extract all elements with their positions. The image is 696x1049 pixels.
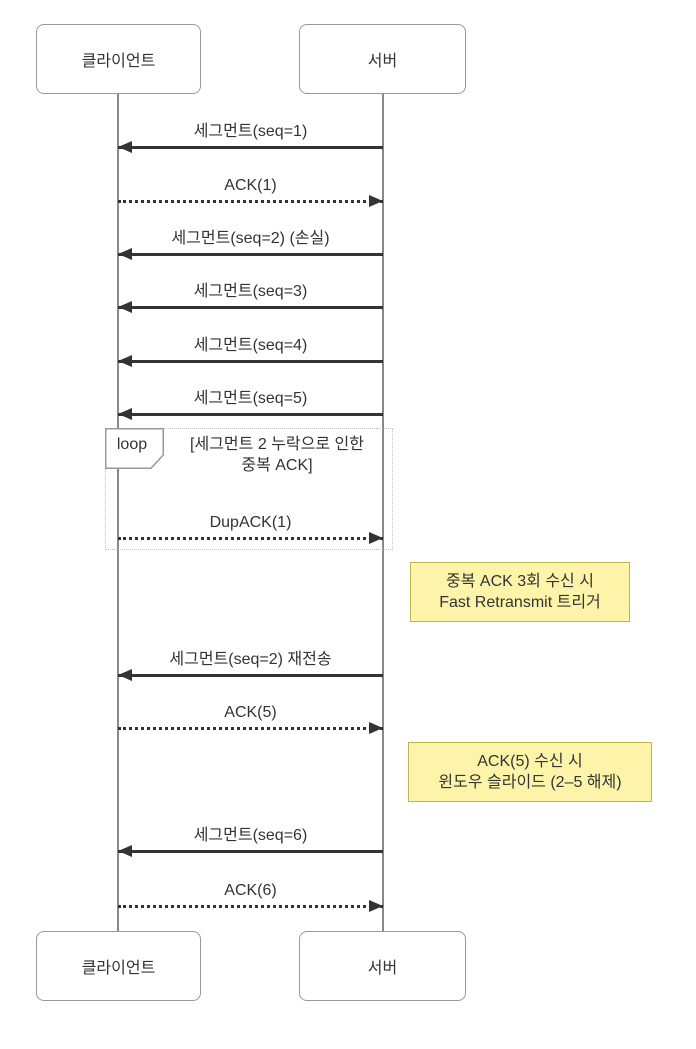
note-window-slide: ACK(5) 수신 시 윈도우 슬라이드 (2–5 해제) [408,742,652,802]
message-dupack1: DupACK(1) [118,510,383,544]
message-seq2-retransmit: 세그먼트(seq=2) 재전송 [118,647,383,681]
arrowhead [118,355,132,367]
message-arrow [118,306,383,309]
message-arrow [118,200,383,203]
note-line: 중복 ACK 3회 수신 시 [446,573,594,590]
arrowhead [118,141,132,153]
message-arrow [118,905,383,908]
actor-label: 클라이언트 [81,53,156,70]
arrowhead [369,722,383,734]
actor-server-bottom: 서버 [299,931,466,1001]
note-line: Fast Retransmit 트리거 [439,594,601,611]
actor-label: 서버 [367,53,398,70]
arrowhead [369,195,383,207]
message-label: DupACK(1) [209,514,292,531]
message-seq5: 세그먼트(seq=5) [118,386,383,420]
loop-label-tab [104,427,164,469]
message-arrow [118,537,383,540]
message-seq3: 세그먼트(seq=3) [118,279,383,313]
loop-fragment: loop [세그먼트 2 누락으로 인한 중복 ACK] [104,427,393,550]
lifeline-client [117,94,119,931]
message-label: 세그먼트(seq=5) [193,390,308,407]
message-label: ACK(6) [224,882,277,899]
arrowhead [118,669,132,681]
arrowhead [118,248,132,260]
actor-label: 클라이언트 [81,960,156,977]
actor-server-top: 서버 [299,24,466,94]
loop-keyword: loop [116,436,148,453]
message-arrow [118,674,383,677]
arrowhead [118,408,132,420]
loop-title-line1: [세그먼트 2 누락으로 인한 [190,436,364,453]
arrowhead [118,845,132,857]
message-label: ACK(5) [224,704,277,721]
actor-label: 서버 [367,960,398,977]
message-ack1: ACK(1) [118,173,383,207]
message-seq4: 세그먼트(seq=4) [118,333,383,367]
message-arrow [118,850,383,853]
note-line: ACK(5) 수신 시 [477,753,583,770]
actor-client-bottom: 클라이언트 [36,931,201,1001]
message-seq2-lost: 세그먼트(seq=2) (손실) [118,226,383,260]
arrowhead [369,532,383,544]
arrowhead [118,301,132,313]
message-arrow [118,727,383,730]
note-line: 윈도우 슬라이드 (2–5 해제) [438,774,622,791]
message-label: 세그먼트(seq=2) (손실) [171,230,330,247]
message-arrow [118,146,383,149]
actor-client-top: 클라이언트 [36,24,201,94]
message-ack5: ACK(5) [118,700,383,734]
message-label: 세그먼트(seq=1) [193,123,308,140]
loop-title: [세그먼트 2 누락으로 인한 중복 ACK] [162,434,392,476]
message-arrow [118,253,383,256]
message-label: ACK(1) [224,177,277,194]
message-arrow [118,413,383,416]
message-label: 세그먼트(seq=4) [193,337,308,354]
message-label: 세그먼트(seq=2) 재전송 [169,651,332,668]
message-ack6: ACK(6) [118,878,383,912]
loop-title-line2: 중복 ACK] [241,457,313,474]
message-label: 세그먼트(seq=3) [193,283,308,300]
note-fast-retransmit: 중복 ACK 3회 수신 시 Fast Retransmit 트리거 [410,562,630,622]
lifeline-server [382,94,384,931]
message-label: 세그먼트(seq=6) [193,827,308,844]
arrowhead [369,900,383,912]
message-seq6: 세그먼트(seq=6) [118,823,383,857]
message-arrow [118,360,383,363]
message-seq1: 세그먼트(seq=1) [118,119,383,153]
